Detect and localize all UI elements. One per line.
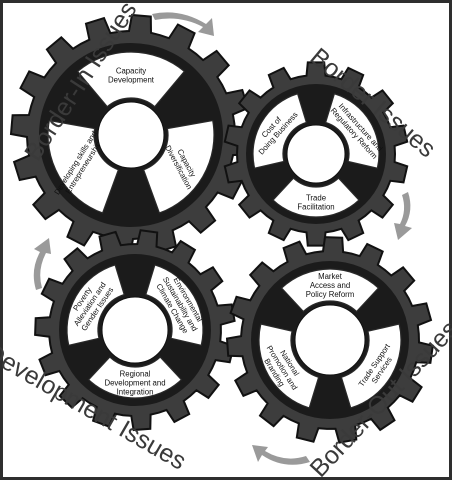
- bottom_left-gear-hub: [102, 297, 168, 363]
- bottom_right-segment-0-line-1: Access and: [310, 281, 350, 290]
- bottom_left-segment-1-line-2: Integration: [117, 388, 154, 397]
- bottom_left-segment-1-line-1: Development and: [104, 379, 165, 388]
- bottom_left-segment-1-line-0: Regional: [120, 370, 151, 379]
- top_left-gear-hub: [98, 102, 164, 168]
- top_left-segment-0-line-0: Capacity: [116, 67, 146, 76]
- top_left-segment-0-line-1: Development: [108, 76, 155, 85]
- top_right-gear-hub: [287, 125, 345, 183]
- arrow-right: [394, 192, 412, 240]
- bottom_right-segment-0-line-0: Market: [318, 272, 343, 281]
- bottom_right-gear-hub: [295, 305, 365, 375]
- arrow-bottom: [252, 445, 310, 465]
- top_right-segment-1-line-0: Trade: [306, 194, 326, 203]
- top_right-segment-1-line-1: Facilitation: [297, 203, 334, 212]
- bottom_right-segment-0-line-2: Policy Reform: [306, 290, 355, 299]
